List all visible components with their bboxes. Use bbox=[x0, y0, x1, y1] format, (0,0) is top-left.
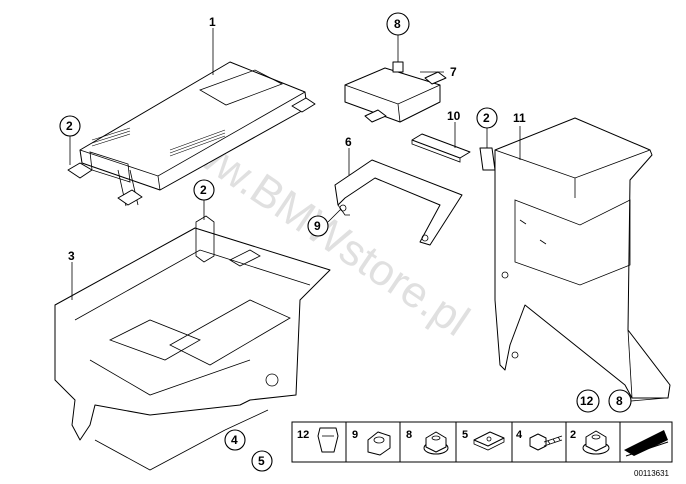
callout-5: 5 bbox=[258, 454, 265, 468]
callout-10: 10 bbox=[447, 109, 461, 123]
callout-11: 11 bbox=[513, 111, 526, 125]
diagram-reference-number: 00113631 bbox=[634, 469, 670, 478]
callout-9: 9 bbox=[314, 219, 321, 233]
callout-circle-5[interactable] bbox=[251, 450, 273, 472]
callout-circle-9[interactable] bbox=[307, 215, 329, 237]
callout-2a: 2 bbox=[66, 119, 73, 133]
callout-2b: 2 bbox=[200, 183, 207, 197]
strip-label-9: 9 bbox=[352, 429, 358, 441]
strip-label-4: 4 bbox=[516, 429, 523, 441]
callout-8b: 8 bbox=[616, 394, 623, 408]
hex-bolt-icon[interactable] bbox=[529, 433, 563, 451]
hardware-strip: 12 9 8 5 4 2 bbox=[291, 421, 673, 463]
clip-nut-icon[interactable] bbox=[317, 427, 339, 453]
control-unit-part-1[interactable] bbox=[67, 61, 316, 207]
callout-3: 3 bbox=[68, 249, 75, 263]
callout-12: 12 bbox=[580, 394, 594, 408]
callout-1: 1 bbox=[209, 15, 216, 29]
strip-label-12: 12 bbox=[297, 429, 309, 441]
callout-7: 7 bbox=[450, 65, 457, 79]
spring-nut-icon[interactable] bbox=[473, 431, 505, 451]
hex-nut-icon[interactable] bbox=[367, 431, 391, 456]
strap-bracket-part-6[interactable] bbox=[334, 159, 463, 246]
strip-label-8: 8 bbox=[406, 429, 412, 441]
strip-label-2: 2 bbox=[570, 429, 576, 441]
collar-nut-icon[interactable] bbox=[423, 431, 449, 455]
callout-circle-4[interactable] bbox=[224, 429, 246, 451]
callout-4: 4 bbox=[231, 433, 238, 447]
flange-nut-icon[interactable] bbox=[582, 430, 610, 455]
callout-circle-12[interactable] bbox=[576, 389, 600, 413]
large-bracket-part-11[interactable] bbox=[494, 117, 671, 399]
callout-2c: 2 bbox=[483, 111, 490, 125]
pad-part-10[interactable] bbox=[411, 133, 471, 163]
wedge-arrow-icon[interactable] bbox=[624, 428, 669, 457]
base-bracket-part-3[interactable] bbox=[54, 215, 331, 441]
strip-label-5: 5 bbox=[462, 429, 468, 441]
callout-6: 6 bbox=[345, 135, 352, 149]
callout-8: 8 bbox=[394, 17, 401, 31]
module-part-7[interactable] bbox=[344, 67, 447, 123]
